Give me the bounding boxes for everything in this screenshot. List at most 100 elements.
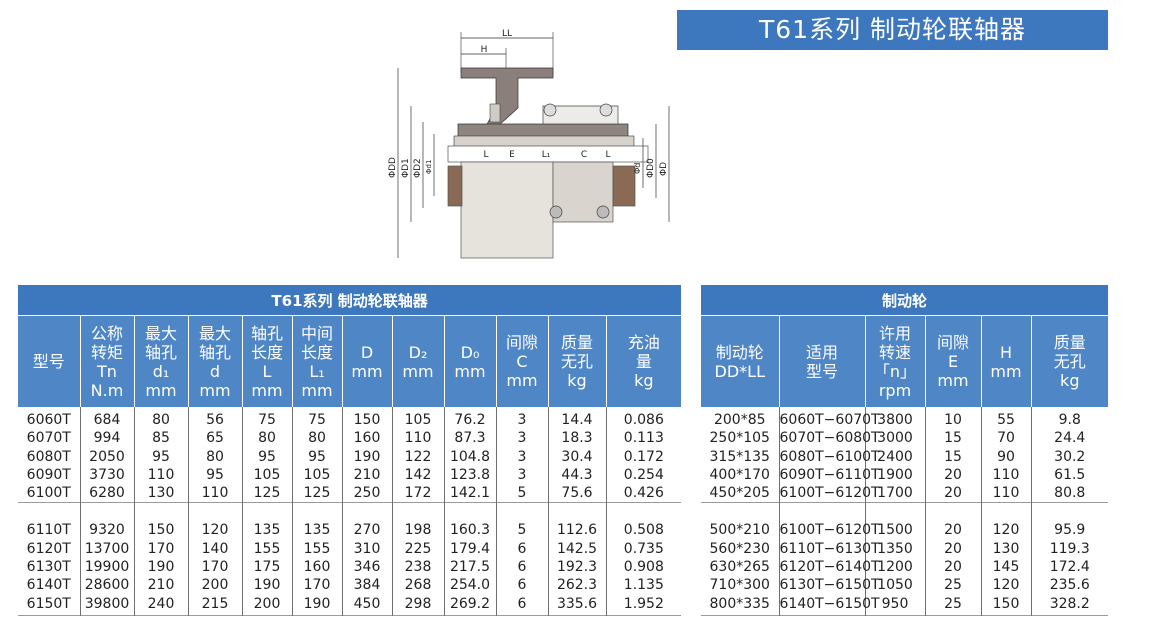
cell-value: 6 (517, 595, 527, 612)
header-text: 间隙 (936, 333, 969, 352)
cell-value: 5 (517, 522, 527, 539)
table-caption: T61系列 制动轮联轴器 (18, 285, 682, 316)
cell-value: 238 (404, 559, 432, 576)
header-text: 转速 (878, 342, 911, 362)
cell-value: 28600 (84, 577, 130, 594)
cell-value: 0.508 (623, 522, 664, 539)
cell-value: 200 (201, 577, 229, 594)
cell-value: 15 (944, 430, 962, 447)
dim-L1: L₁ (542, 150, 551, 160)
cell-value: 1.135 (623, 577, 664, 594)
cell-value: 1050 (877, 577, 913, 594)
cell-value: 450 (353, 595, 381, 612)
cell-value: 172.4 (1049, 559, 1090, 576)
cell-value: 80.8 (1054, 485, 1086, 502)
cell-value: 6 (517, 577, 527, 594)
cell-value: 24.4 (1054, 430, 1086, 447)
cell-value: 1.952 (623, 595, 664, 612)
cell-value: 175 (253, 559, 281, 576)
cell-value: 76.2 (454, 412, 486, 428)
column-header: 许用转速「n」rpm (864, 315, 925, 407)
cell-value: 560*230 (709, 540, 770, 557)
cell-value: 310 (353, 540, 381, 557)
header-text: mm (301, 380, 333, 400)
header-text: mm (506, 371, 538, 390)
cell-value: 170 (147, 540, 175, 557)
cell-value: 120 (992, 522, 1020, 539)
cell-value: 328.2 (1049, 595, 1090, 612)
cell-value: 30.2 (1054, 448, 1086, 465)
header-text: 转矩 (90, 342, 123, 362)
cell-value: 3800 (877, 412, 913, 428)
cell-value: 6100T−6120T (779, 485, 880, 502)
header-text: mm (199, 380, 231, 400)
cell-value: 20 (944, 485, 962, 502)
cell-value: 1700 (877, 485, 913, 502)
cell-value: 3 (517, 466, 527, 483)
cell-value: 105 (303, 466, 331, 483)
cell-value: 6100T−6120T (779, 522, 880, 539)
cell-value: 254.0 (449, 577, 491, 594)
coupling-drawing: LL H L E L₁ C L ΦDD ΦD1 ΦD2 Φd1 Φd ΦD0 Φ… (388, 29, 670, 259)
header-text: L (262, 361, 272, 381)
cell-value: 150 (353, 412, 381, 428)
cell-value: 630*265 (709, 559, 770, 576)
cell-value: 20 (944, 540, 962, 557)
header-text: H (999, 342, 1013, 362)
cell-value: 39800 (84, 595, 130, 612)
cell-value: 950 (881, 595, 909, 612)
cell-value: 130 (992, 540, 1020, 557)
cell-value: 80 (206, 448, 224, 465)
header-text: 中间 (300, 323, 333, 343)
cell-value: 75 (308, 412, 326, 428)
header-text: mm (454, 361, 486, 381)
cell-value: 500*210 (709, 522, 770, 539)
cell-value: 30.4 (561, 448, 593, 465)
cell-value: 200*85 (713, 412, 766, 428)
header-text: 「n」 (873, 361, 917, 381)
header-text: E (947, 352, 959, 371)
cell-value: 269.2 (449, 595, 491, 612)
cell-value: 65 (206, 430, 224, 447)
cell-value: 6120T−6140T (779, 559, 880, 576)
cell-value: 6130T−6150T (779, 577, 880, 594)
header-text: 适用 (805, 342, 838, 362)
cell-value: 6060T−6070T (779, 412, 880, 428)
cell-value: 192.3 (556, 559, 598, 576)
header-text: 轴孔 (198, 342, 231, 362)
cell-value: 200 (253, 595, 281, 612)
cell-value: 18.3 (561, 430, 593, 447)
header-text: 无孔 (560, 352, 593, 371)
cell-value: 268 (404, 577, 432, 594)
cell-value: 90 (997, 448, 1015, 465)
dim-D1: ΦD1 (401, 158, 411, 178)
cell-value: 6130T (26, 559, 71, 576)
cell-value: 262.3 (556, 577, 598, 594)
cell-value: 1500 (877, 522, 913, 539)
cell-value: 125 (253, 485, 281, 502)
cell-value: 104.8 (449, 448, 491, 465)
header-text: kg (567, 371, 587, 390)
header-text: 轴孔 (250, 323, 283, 343)
cell-value: 110 (992, 466, 1020, 483)
